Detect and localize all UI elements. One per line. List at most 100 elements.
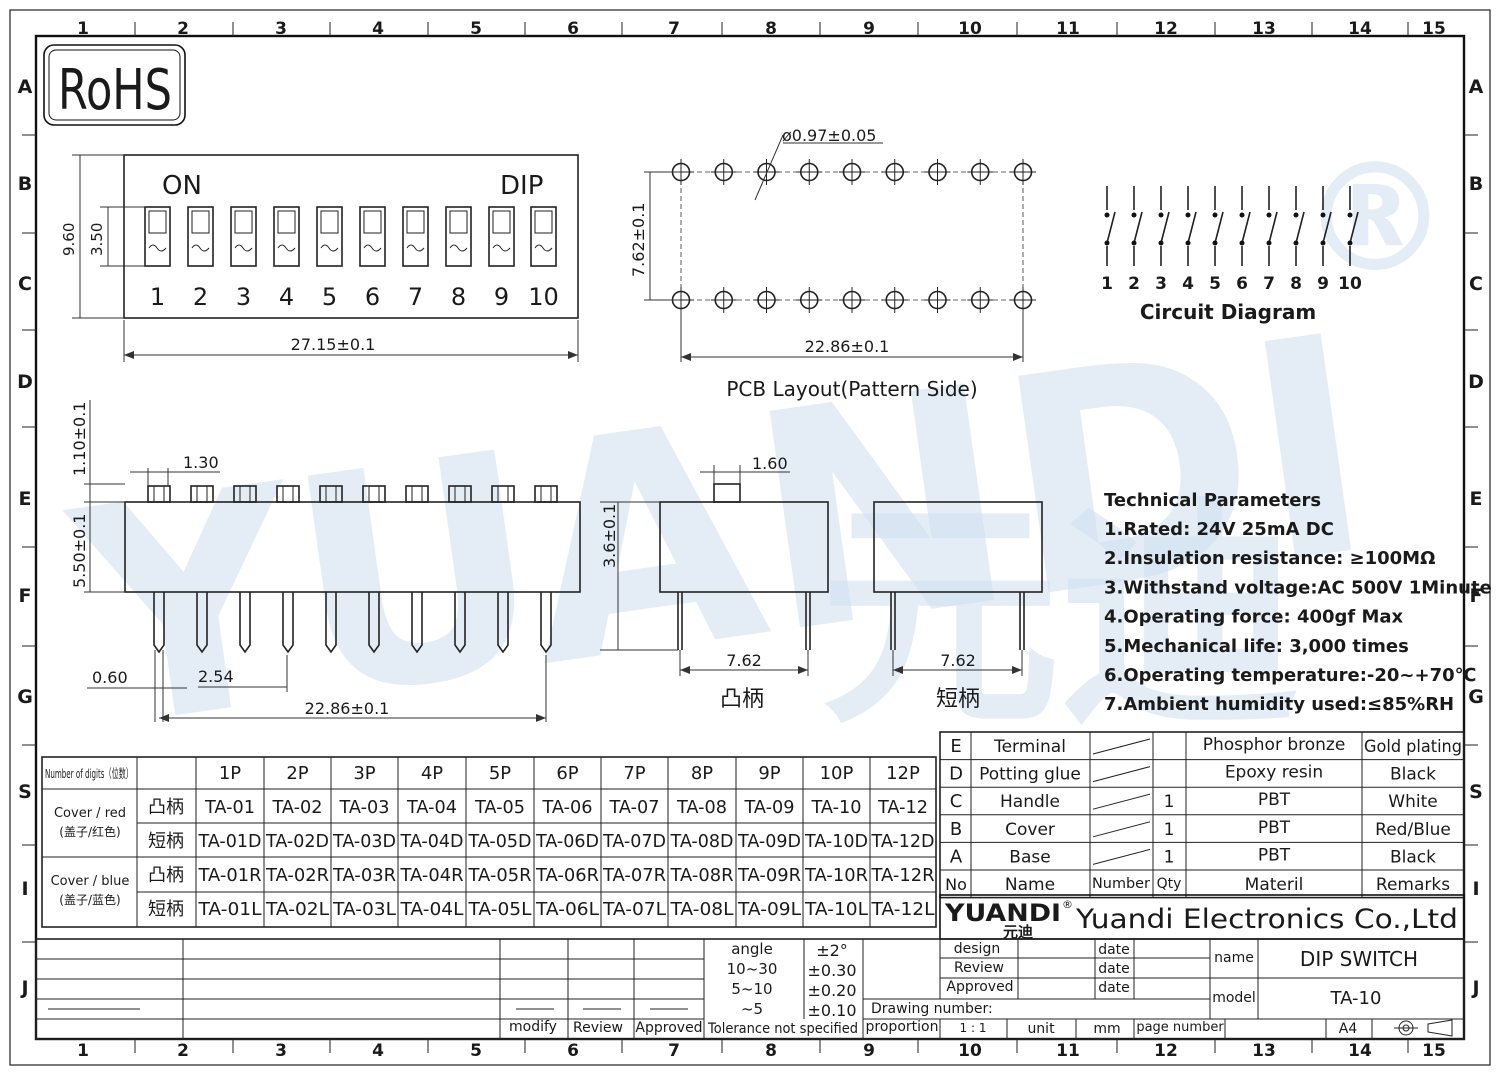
model-code: TA-10L: [804, 900, 868, 920]
bom-name: Cover: [1005, 820, 1055, 840]
bom-name: Potting glue: [979, 765, 1081, 785]
watermark-reg: ®: [1300, 132, 1450, 306]
dim-span: 22.86±0.1: [305, 699, 390, 718]
bom-header-remarks: Remarks: [1376, 875, 1450, 895]
switch-knob: [406, 210, 425, 234]
model-code: TA-10: [810, 798, 861, 818]
bom-header-no: No: [945, 875, 967, 894]
column-label: 4: [372, 19, 384, 39]
rohs-mark: RoHS: [43, 44, 186, 126]
model-code: TA-05L: [467, 900, 531, 920]
group-label-cn: (盖子/蓝色): [59, 893, 120, 907]
circuit-switch: [1295, 211, 1305, 244]
switch-number: 10: [528, 283, 559, 311]
tb-design: design: [954, 941, 1000, 957]
tech-title: Technical Parameters: [1104, 490, 1321, 511]
circuit-contact: [1293, 240, 1299, 246]
switch-mark: [449, 244, 468, 252]
dim-actuator-w: 1.30: [183, 453, 219, 472]
model-code: TA-09D: [737, 832, 801, 852]
technical-parameters: Technical Parameters 1.Rated: 24V 25mA DC…: [1104, 490, 1492, 715]
bom-qty: 1: [1164, 820, 1175, 840]
model-code: TA-09: [743, 798, 794, 818]
model-code: TA-04R: [399, 866, 463, 886]
row-label: A: [1469, 76, 1484, 98]
column-label: 6: [567, 19, 579, 39]
bom-number-slash: [1092, 766, 1151, 783]
tb-review: Review: [573, 1020, 623, 1036]
actuator: [147, 485, 171, 503]
pin: [368, 592, 380, 654]
column-label: 12: [1154, 1041, 1178, 1061]
switch-mark: [534, 244, 553, 252]
dim-pitch: 2.54: [198, 667, 234, 686]
model-code: TA-05R: [467, 866, 531, 886]
circuit-contact: [1320, 240, 1326, 246]
tolerance-range: angle: [731, 940, 773, 958]
circuit-number: 9: [1317, 274, 1329, 294]
bom-remarks: Black: [1390, 847, 1436, 867]
end-dim-row: 7.62: [726, 651, 762, 670]
digit-header: 8P: [691, 763, 713, 784]
model-code: TA-01: [204, 798, 255, 818]
pcb-layout: ø0.97±0.05 7.62±0.1 22.86±0.1 PCB Layout…: [629, 126, 1036, 401]
row-label: J: [19, 977, 28, 999]
tb-drawing-number: Drawing number:: [871, 1001, 993, 1017]
model-code: TA-04: [406, 798, 457, 818]
bom-header-qty: Qty: [1157, 876, 1182, 892]
row-dim: 7.62±0.1: [629, 203, 648, 277]
bom-qty: 1: [1164, 792, 1175, 812]
circuit-switch: [1241, 211, 1251, 244]
digit-header: 6P: [556, 763, 578, 784]
tolerance-range: 10~30: [727, 960, 778, 978]
circuit-number: 8: [1290, 274, 1302, 294]
model-code: TA-03: [338, 798, 389, 818]
model-code: TA-07D: [602, 832, 666, 852]
row-label: S: [1469, 781, 1483, 803]
row-label: B: [18, 173, 32, 195]
model-code: TA-08R: [669, 866, 733, 886]
pin: [153, 592, 165, 654]
model-code: TA-06L: [535, 900, 599, 920]
model-code: TA-06D: [535, 832, 599, 852]
tb-review-label: Review: [954, 960, 1004, 976]
row-label: C: [1469, 273, 1483, 295]
digit-header: 7P: [623, 763, 645, 784]
model-code: TA-08L: [669, 900, 733, 920]
column-label: 10: [958, 1041, 982, 1061]
tech-item: 5.Mechanical life: 3,000 times: [1104, 636, 1409, 657]
group-label: Cover / red: [54, 806, 126, 821]
bom-material: Epoxy resin: [1225, 763, 1323, 783]
row-label: G: [1468, 686, 1484, 708]
short-dim-row: 7.62: [940, 651, 976, 670]
pin: [196, 592, 208, 654]
tech-item: 1.Rated: 24V 25mA DC: [1104, 519, 1334, 540]
bom-header-name: Name: [1005, 875, 1055, 895]
model-code: TA-03R: [332, 866, 396, 886]
bom-number-slash: [1092, 821, 1151, 838]
circuit-number: 10: [1338, 274, 1362, 294]
digit-header: 10P: [820, 763, 854, 784]
pin: [282, 592, 294, 654]
model-code: TA-02: [271, 798, 322, 818]
column-label: 2: [177, 19, 189, 39]
pin: [540, 592, 552, 654]
switch-number: 5: [322, 283, 337, 311]
tolerance-value: ±0.30: [807, 961, 856, 980]
switch-mark: [320, 244, 339, 252]
circuit-contact: [1293, 212, 1299, 218]
short-caption: 短柄: [936, 687, 980, 712]
model-table-border: [41, 756, 937, 928]
pin: [497, 592, 509, 654]
model-code: TA-02R: [265, 866, 329, 886]
model-code: TA-07L: [602, 900, 666, 920]
switch-slot: [273, 206, 300, 267]
model-code: TA-02L: [265, 900, 329, 920]
tb-name-label: name: [1214, 950, 1254, 966]
circuit-number: 1: [1101, 274, 1113, 294]
on-label: ON: [162, 171, 202, 201]
switch-mark: [191, 244, 210, 252]
column-label: 9: [863, 19, 875, 39]
switch-knob: [191, 210, 210, 234]
